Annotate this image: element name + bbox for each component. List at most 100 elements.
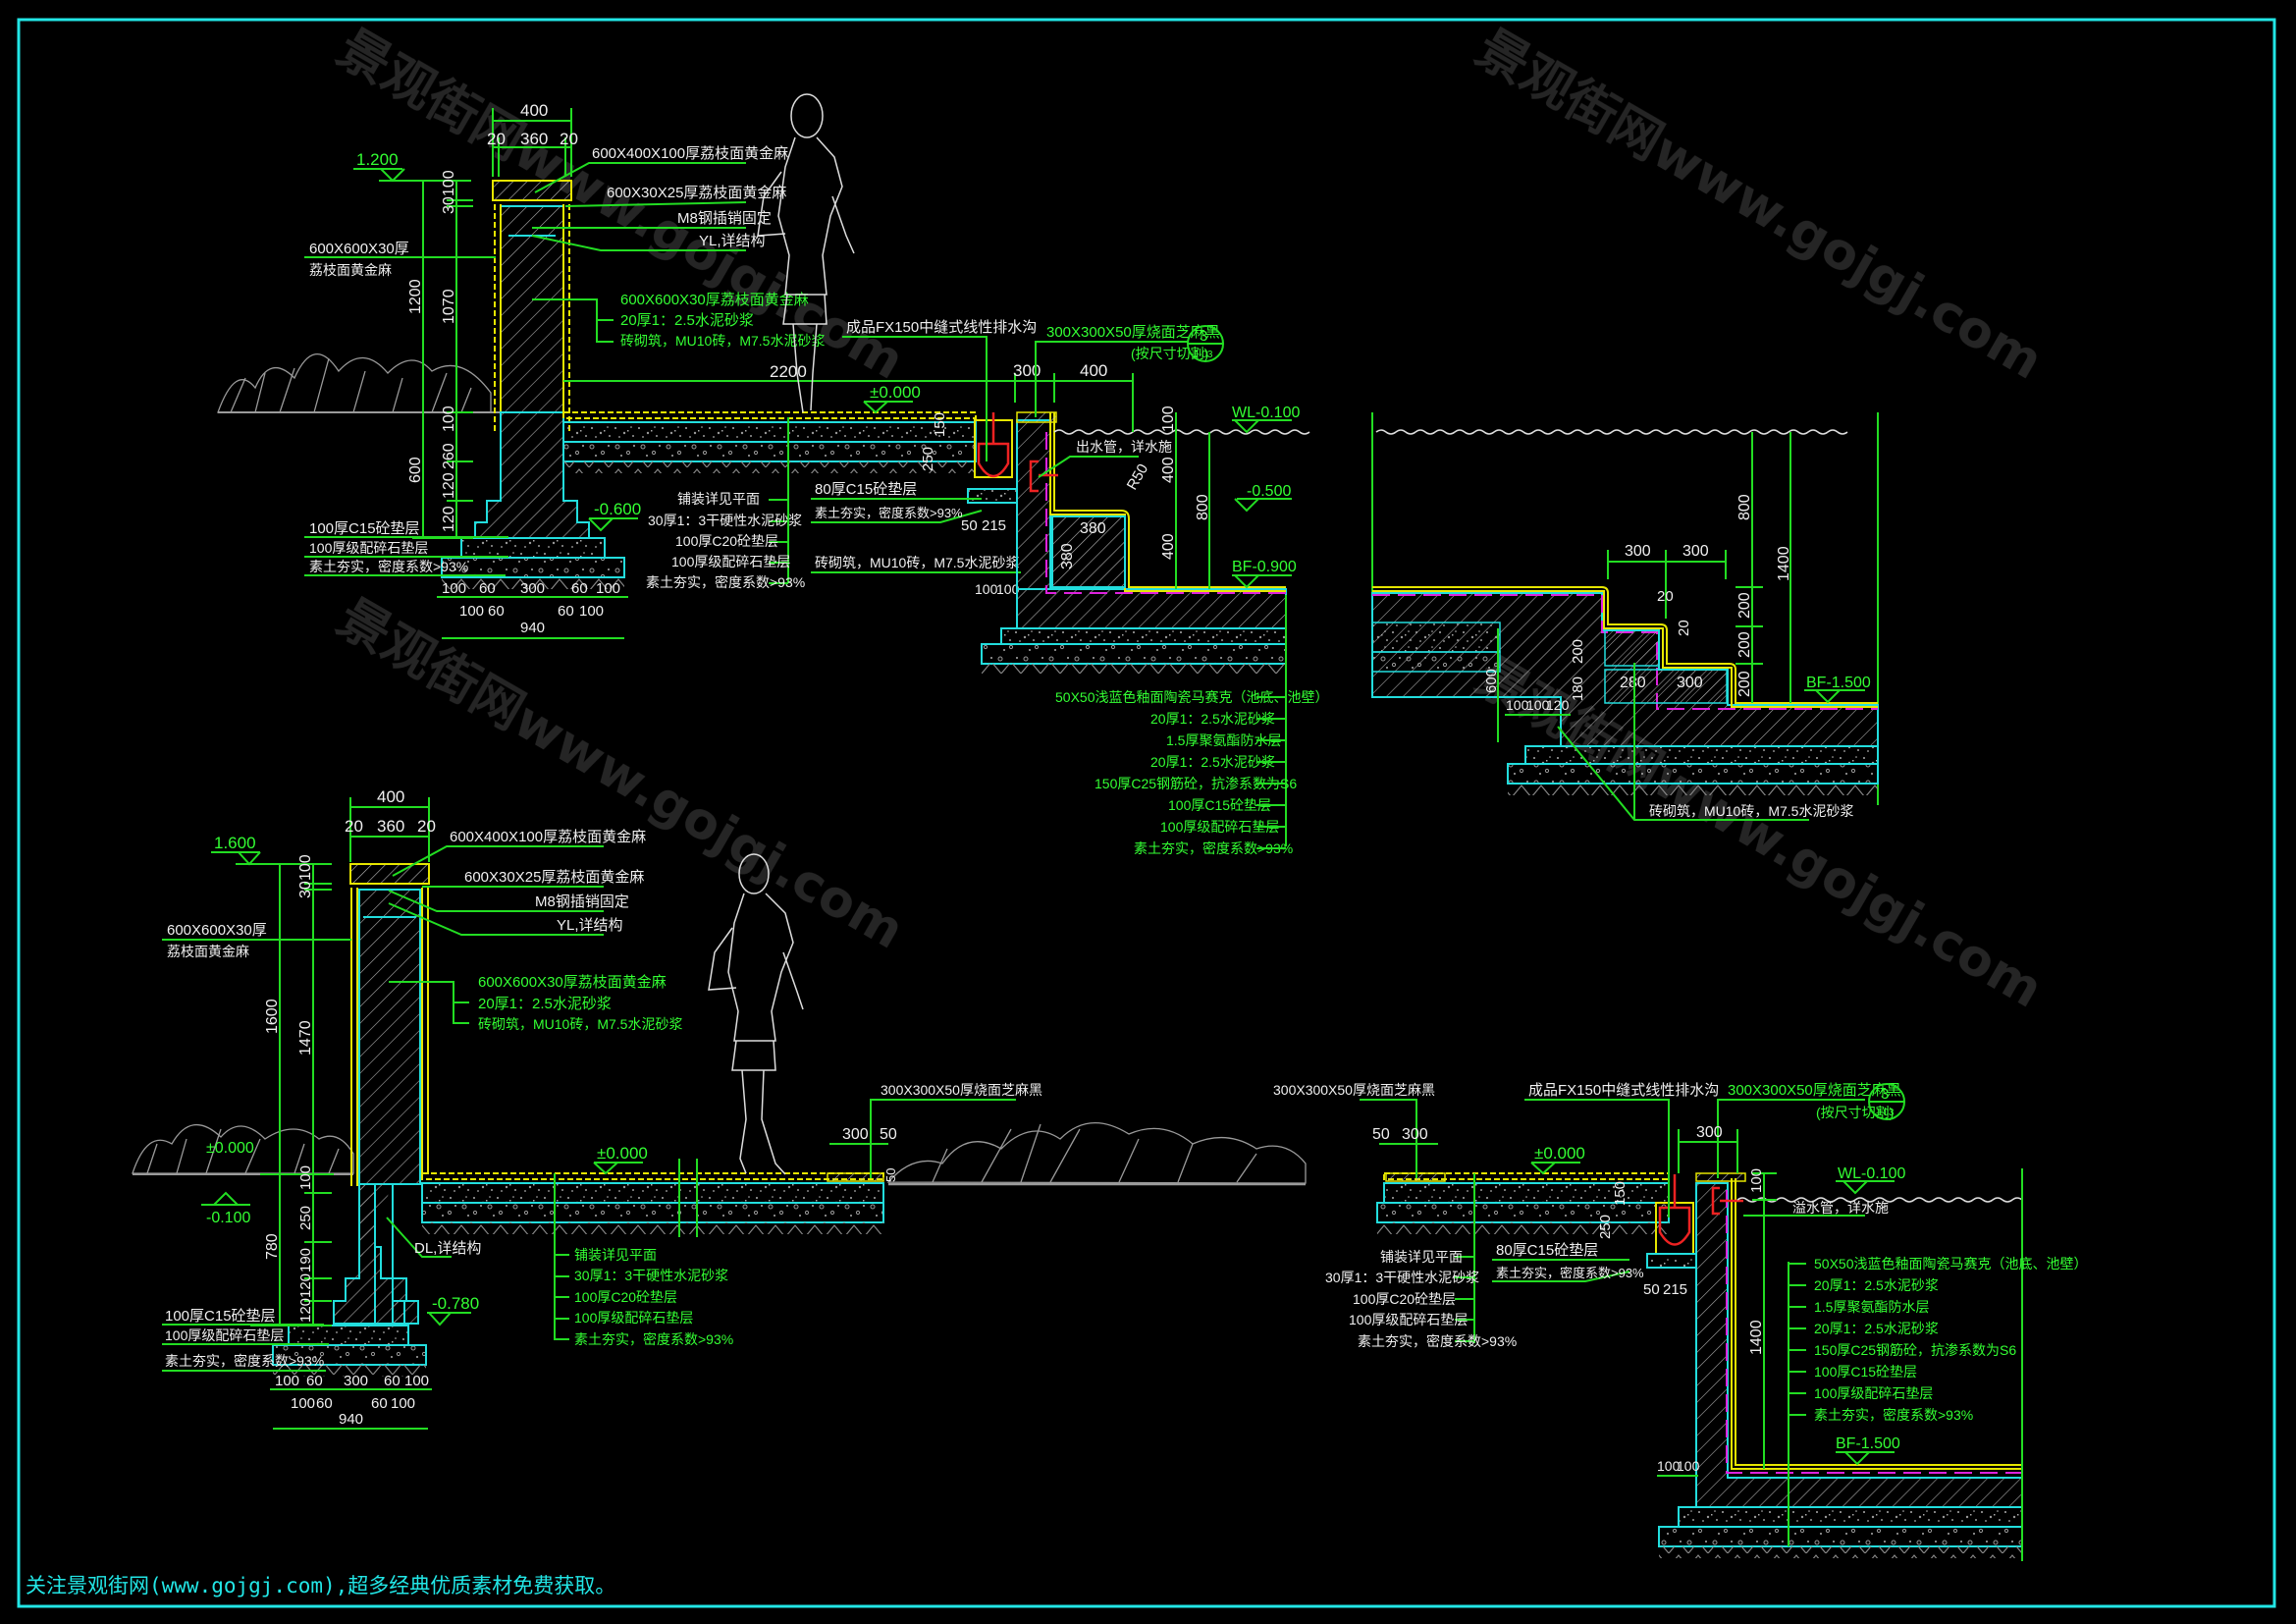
- dim-label: 60: [571, 580, 588, 597]
- dim-label: 60: [488, 603, 505, 620]
- dim-label: 60: [558, 603, 574, 620]
- dim-label: 50: [961, 517, 978, 534]
- callout-text: 600X400X100厚荔枝面黄金麻: [450, 829, 646, 845]
- wall-cap: [349, 863, 430, 885]
- callout-text: 荔枝面黄金麻: [309, 262, 392, 278]
- elevation-label: 1.200: [356, 150, 399, 169]
- dim-label: 380: [1080, 520, 1106, 537]
- callout-text: 600X600X30厚: [167, 922, 267, 939]
- dim-label: 100: [1506, 697, 1529, 713]
- callout-text: 100厚级配碎石垫层: [671, 554, 790, 569]
- dim-label: 120: [1546, 697, 1570, 713]
- callout-text: 20厚1：2.5水泥砂浆: [1814, 1277, 1939, 1293]
- dim-label: 50: [1372, 1126, 1390, 1143]
- dim-label: 400: [1080, 361, 1107, 380]
- pool-deep: [1371, 586, 1879, 795]
- dim-label: 100: [596, 580, 620, 597]
- dim-label: 1070: [441, 289, 457, 324]
- detail-ref-sheet: J-03: [1875, 1108, 1895, 1118]
- callout-text: 100厚C20砼垫层: [574, 1289, 677, 1305]
- callout-text: 80厚C15砼垫层: [815, 481, 917, 498]
- dim-label: 100: [996, 581, 1020, 597]
- pool-bottom-dims: 300X300X50厚烧面芝麻黑 (按尺寸切割) 3 J-03 300 100 …: [1657, 1082, 1905, 1477]
- callout-text: YL,详结构: [699, 233, 766, 249]
- dim-label: 260: [441, 443, 457, 469]
- dim-label: 800: [1736, 494, 1753, 520]
- dim-label: 30: [441, 196, 457, 214]
- callout-text: DL,详结构: [414, 1240, 481, 1257]
- callout-left: 600X600X30厚 荔枝面黄金麻: [304, 241, 496, 278]
- dim-label: 100: [1748, 1168, 1765, 1193]
- pool-shallow: [981, 411, 1287, 674]
- callout-text: 溢水管，详水施: [1792, 1200, 1889, 1216]
- dim-label: R50: [1124, 461, 1151, 493]
- callout-text: 素土夯实，密度系数>93%: [1134, 840, 1293, 856]
- dim-label: 360: [377, 817, 404, 836]
- dim-label: 300: [1625, 543, 1651, 560]
- dim-label: 300: [1677, 675, 1703, 691]
- dim-label: 380: [1059, 543, 1076, 569]
- dim-label: 120: [441, 506, 457, 532]
- callout-text: 铺装详见平面: [677, 491, 760, 507]
- callouts-right: 600X400X100厚荔枝面黄金麻 600X30X25厚荔枝面黄金麻 M8钢插…: [388, 829, 682, 1032]
- elevation-label: WL-0.100: [1232, 405, 1300, 421]
- wall-cap: [492, 180, 572, 201]
- callout-text: 砖砌筑，MU10砖，M7.5水泥砂浆: [620, 333, 825, 349]
- dim-label: 20: [1657, 588, 1674, 605]
- callout-text: 素土夯实，密度系数>93%: [815, 506, 963, 520]
- dim-label: 200: [1736, 671, 1753, 697]
- drawing-frame: [17, 18, 2276, 1608]
- dim-label: 940: [339, 1411, 363, 1428]
- callout-text: 1.5厚聚氨酯防水层: [1166, 732, 1281, 748]
- elevation-label: 1.600: [214, 834, 256, 852]
- dim-label: 300: [1682, 543, 1709, 560]
- dim-label: 780: [264, 1233, 281, 1260]
- dim-label: 20: [487, 130, 506, 148]
- callout-left: 600X600X30厚 荔枝面黄金麻: [162, 922, 351, 959]
- callout-text: 素土夯实，密度系数>93%: [574, 1331, 733, 1347]
- callout-text: 600X600X30厚: [309, 241, 409, 257]
- dim-label: 100: [975, 581, 998, 597]
- dim-label: 215: [1663, 1281, 1687, 1298]
- dim-label: 60: [316, 1395, 333, 1412]
- dim-label: 300: [1013, 361, 1041, 380]
- callout-text: 100厚级配碎石垫层: [309, 540, 428, 556]
- dim-label: 50: [883, 1168, 898, 1182]
- footing-concrete: [288, 1325, 409, 1346]
- dim-label: 1200: [407, 279, 424, 314]
- callout-text: 20厚1：2.5水泥砂浆: [1814, 1321, 1939, 1336]
- callout-text: 素土夯实，密度系数>93%: [165, 1353, 324, 1369]
- dim-label: 200: [1570, 639, 1586, 664]
- callout-text: 600X600X30厚荔枝面黄金麻: [478, 974, 667, 991]
- pool-bottom: [1658, 1168, 2023, 1561]
- dim-label: 940: [520, 620, 545, 636]
- callout-text: 砖砌筑，MU10砖，M7.5水泥砂浆: [1649, 803, 1853, 819]
- dim-label: 400: [1160, 533, 1177, 560]
- callout-text: 100厚级配碎石垫层: [1814, 1385, 1933, 1401]
- dim-label: 1470: [297, 1020, 314, 1056]
- dim-label: 800: [1195, 494, 1211, 520]
- dim-label: 1400: [1748, 1320, 1765, 1355]
- pool-dims: 300 400 300X300X50厚烧面芝麻黑 (按尺寸切割) 3 J-03 …: [982, 324, 1300, 589]
- dim-label: 60: [384, 1373, 400, 1389]
- footing-callouts: 100厚C15砼垫层 100厚级配碎石垫层 素土夯实，密度系数>93% -0.6…: [304, 500, 641, 576]
- dim-label: 250: [297, 1206, 314, 1230]
- callout-text: 1.5厚聚氨酯防水层: [1814, 1299, 1929, 1315]
- dim-label: 215: [982, 517, 1006, 534]
- callout-text: 600X30X25厚荔枝面黄金麻: [607, 185, 786, 201]
- dim-label: 100: [297, 854, 314, 881]
- elevation-label: ±0.000: [870, 383, 921, 402]
- callout-text: 20厚1：2.5水泥砂浆: [620, 311, 754, 329]
- elevation-label: ±0.000: [597, 1144, 648, 1163]
- wall-dims-vertical: 30 100 1200 1070 600 100 260 120 120: [407, 170, 473, 539]
- callout-text: 素土夯实，密度系数>93%: [1358, 1333, 1517, 1349]
- footing-concrete: [460, 537, 606, 559]
- elevation-label: -0.100: [206, 1210, 250, 1226]
- callout-text: 100厚C15砼垫层: [1168, 797, 1271, 813]
- callout-text: 600X600X30厚荔枝面黄金麻: [620, 292, 809, 308]
- dim-label: 100: [404, 1373, 429, 1389]
- elevation-label: BF-0.900: [1232, 559, 1297, 575]
- dim-label: 50: [1643, 1281, 1660, 1298]
- pool-bottom-layer-callouts: 50X50浅蓝色釉面陶瓷马赛克（池底、池壁） 20厚1：2.5水泥砂浆 1.5厚…: [1788, 1256, 2087, 1546]
